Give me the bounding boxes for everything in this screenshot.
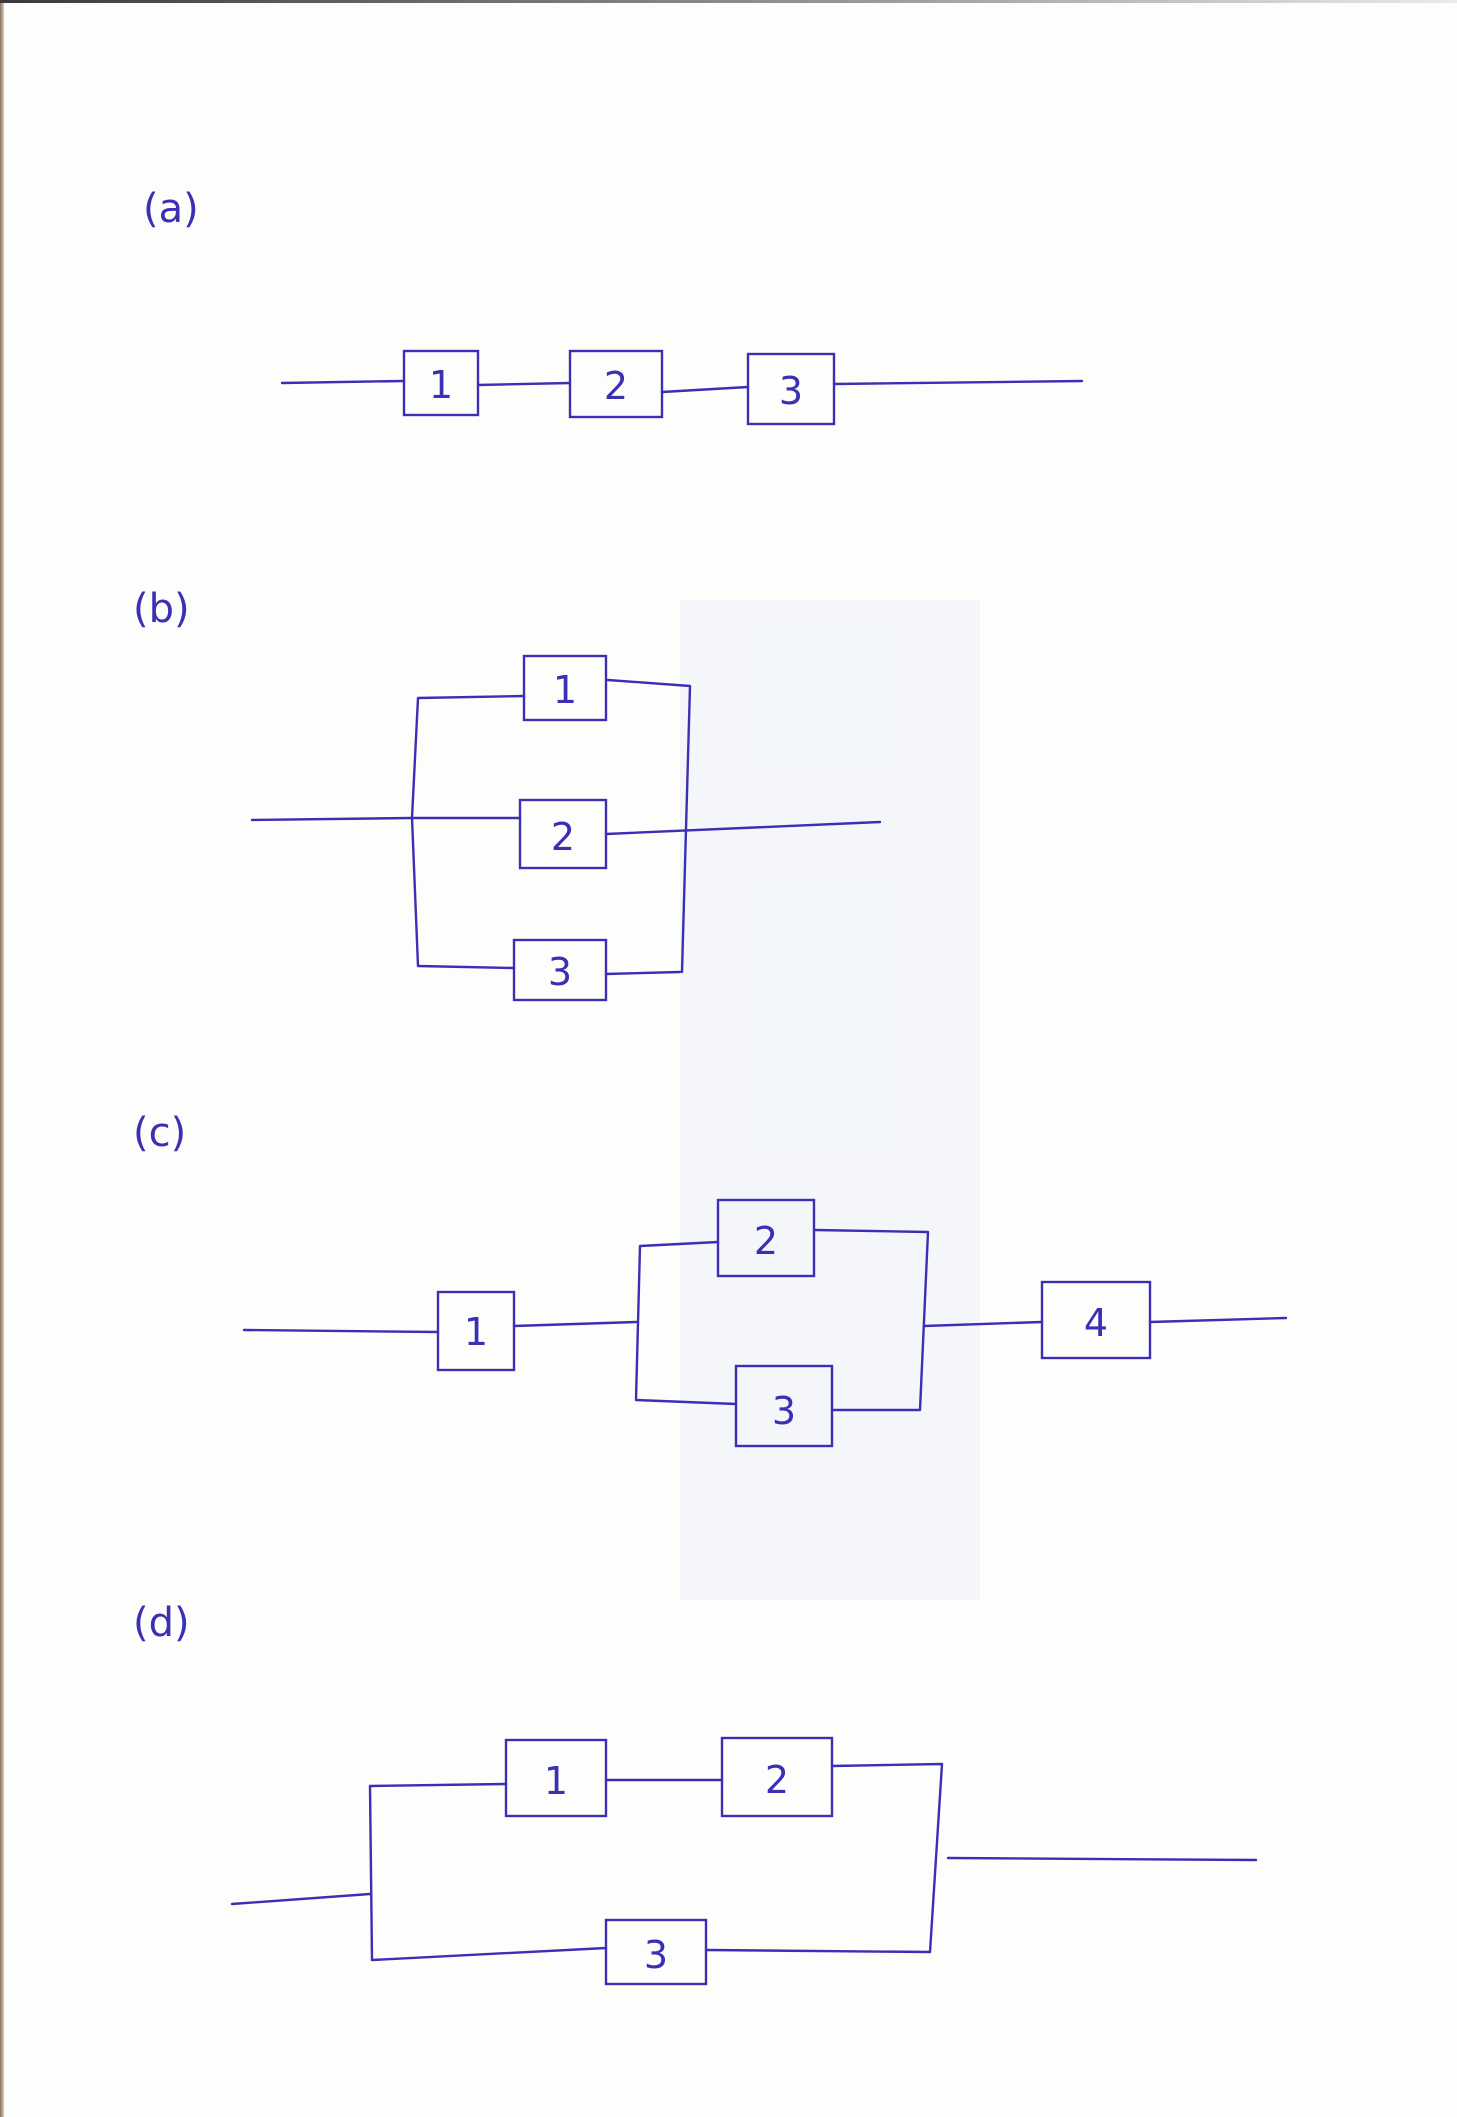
paper-left-edge xyxy=(0,0,4,2117)
panel-a-wire-1-2 xyxy=(476,381,572,387)
panel-a-label: (a) xyxy=(143,186,199,232)
panel-c-wire-join-to-4 xyxy=(922,1320,1044,1328)
panel-b: (b) 1 2 3 xyxy=(133,586,882,1002)
panel-d-block-2-label: 2 xyxy=(765,1758,789,1802)
panel-c-block-4: 4 xyxy=(1040,1280,1152,1360)
panel-b-block-3-label: 3 xyxy=(548,950,572,994)
panel-b-output-wire xyxy=(604,820,882,836)
panel-c-right-bus xyxy=(812,1228,930,1412)
panel-c-block-3-label: 3 xyxy=(772,1389,796,1433)
panel-c: (c) 1 2 3 4 xyxy=(133,1110,1288,1448)
panel-c-wire-1-to-split xyxy=(512,1320,638,1328)
panel-b-block-2: 2 xyxy=(518,798,608,870)
panel-d-output-wire xyxy=(946,1856,1258,1862)
panel-d-right-bus xyxy=(704,1762,944,1954)
panel-b-label: (b) xyxy=(133,586,190,632)
panel-a-block-3-label: 3 xyxy=(779,369,803,413)
panel-c-block-2: 2 xyxy=(716,1198,816,1278)
panel-a-wire-2-3 xyxy=(660,385,750,394)
panel-c-block-1: 1 xyxy=(436,1290,516,1372)
panel-c-output-wire xyxy=(1148,1316,1288,1324)
panel-d-left-bus xyxy=(368,1782,608,1962)
panel-a-block-1: 1 xyxy=(402,349,480,417)
panel-d-block-1: 1 xyxy=(504,1738,608,1818)
panel-d-block-1-label: 1 xyxy=(544,1759,568,1803)
panel-c-label: (c) xyxy=(133,1110,186,1156)
panel-c-input-wire xyxy=(242,1328,440,1334)
panel-c-left-bus xyxy=(634,1240,738,1406)
panel-b-block-1-label: 1 xyxy=(553,668,577,712)
panel-b-right-bus xyxy=(606,678,692,974)
panel-d-block-3-label: 3 xyxy=(644,1933,668,1977)
panel-a-block-2-label: 2 xyxy=(604,364,628,408)
panel-a-input-wire xyxy=(280,379,406,385)
panel-b-top-left-wire xyxy=(410,694,526,820)
panel-a-block-1-label: 1 xyxy=(429,363,453,407)
panel-d-block-2: 2 xyxy=(720,1736,834,1818)
panel-c-block-1-label: 1 xyxy=(464,1310,488,1354)
panel-a-block-3: 3 xyxy=(746,352,836,426)
panel-d-input-wire xyxy=(230,1892,372,1906)
panel-b-bottom-right-wire xyxy=(604,970,682,976)
panel-c-block-3: 3 xyxy=(734,1364,834,1448)
panel-b-bottom-left-wire xyxy=(410,816,516,970)
panel-b-input-wire xyxy=(250,816,414,822)
panel-d-block-3: 3 xyxy=(604,1918,708,1986)
paper-top-edge xyxy=(0,0,1457,3)
panel-d-label: (d) xyxy=(133,1600,190,1646)
panel-d: (d) 1 2 3 xyxy=(133,1600,1258,1986)
panel-b-block-2-label: 2 xyxy=(551,815,575,859)
panel-b-block-3: 3 xyxy=(512,938,608,1002)
panel-b-block-1: 1 xyxy=(522,654,608,722)
paper-shading xyxy=(680,600,980,1600)
panel-c-block-4-label: 4 xyxy=(1084,1301,1108,1345)
panel-a-block-2: 2 xyxy=(568,349,664,419)
panel-c-block-2-label: 2 xyxy=(754,1219,778,1263)
panel-a-output-wire xyxy=(832,379,1084,386)
panel-a: (a) 1 2 3 xyxy=(143,186,1084,426)
